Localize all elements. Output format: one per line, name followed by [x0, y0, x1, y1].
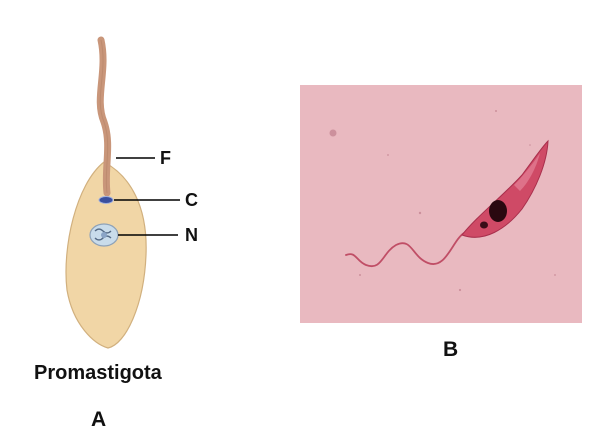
- parasite-kinetoplast: [480, 222, 488, 229]
- panel-a-letter: A: [91, 408, 106, 432]
- parasite-flagellum: [346, 233, 464, 266]
- micrograph-illustration: [300, 85, 582, 323]
- panel-b-micrograph: [300, 85, 582, 323]
- nucleus: [90, 224, 118, 246]
- kinetoplast-label: C: [185, 190, 198, 211]
- panel-a-caption: Promastigota: [34, 362, 162, 385]
- nucleus-label: N: [185, 225, 198, 246]
- kinetoplast: [99, 197, 113, 204]
- panel-a-promastigote-diagram: F C N Promastigota A: [0, 0, 260, 432]
- panel-b-letter: B: [443, 338, 458, 362]
- parasite-body: [462, 141, 548, 237]
- parasite-nucleus: [489, 200, 507, 222]
- flagellum-label: F: [160, 148, 171, 169]
